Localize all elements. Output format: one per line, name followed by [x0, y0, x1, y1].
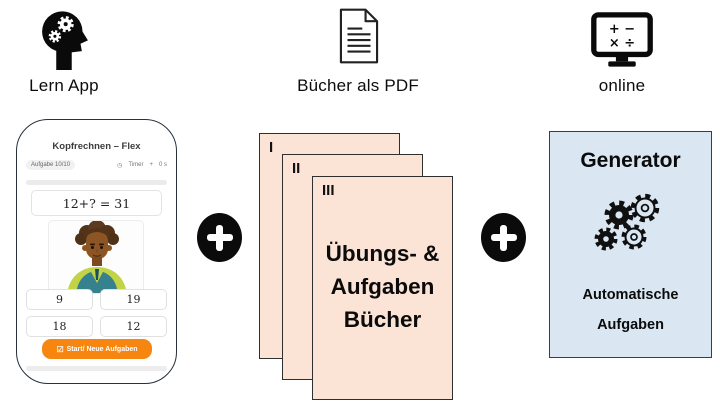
books-column-label: Bücher als PDF: [297, 76, 419, 95]
book-page-3: III Übungs- & Aufgaben Bücher: [312, 176, 453, 400]
generator-subtitle: Automatische Aufgaben: [550, 280, 711, 340]
phone-mockup: Kopfrechnen – Flex Aufgabe 10/10 ◷ Timer…: [16, 119, 177, 384]
plus-icon: +: [197, 213, 242, 262]
gears-icon: [589, 187, 673, 270]
mini-plus[interactable]: +: [149, 162, 153, 168]
answer-button-2[interactable]: 19: [100, 289, 167, 310]
timer-label: Timer: [128, 162, 144, 168]
equation-card: 12+? = 31: [31, 190, 162, 216]
start-button[interactable]: ☑ Start/ Neue Aufgaben: [42, 339, 152, 359]
answer-grid: 9 19 18 12: [26, 289, 167, 337]
answer-button-4[interactable]: 12: [100, 316, 167, 337]
app-title: Kopfrechnen – Flex: [52, 141, 141, 152]
book-title-line-2: Aufgaben: [330, 274, 435, 299]
timer-value: 0 s: [158, 162, 167, 168]
generator-subtitle-line-1: Automatische: [582, 287, 679, 303]
check-icon: ☑: [56, 344, 64, 354]
generator-title: Generator: [580, 149, 681, 172]
book-title-line-1: Übungs- &: [325, 241, 440, 266]
timer-icon: ◷: [117, 162, 123, 169]
avatar: [48, 220, 144, 294]
phone-footer-bar: [26, 366, 167, 371]
generator-box: Generator Automatische Aufgaben: [549, 131, 712, 358]
answer-button-3[interactable]: 18: [26, 316, 93, 337]
page-numeral-3: III: [322, 182, 335, 199]
page-numeral-2: II: [292, 160, 301, 177]
book-title-line-3: Bücher: [343, 307, 422, 332]
head-gears-icon: [38, 8, 92, 75]
phone-meta-row: Aufgabe 10/10 ◷ Timer + 0 s: [26, 160, 167, 170]
monitor-symbols-row1: + −: [609, 22, 635, 37]
monitor-icon: + − × ÷: [590, 11, 654, 74]
app-column-label: Lern App: [29, 76, 99, 95]
answer-button-1[interactable]: 9: [26, 289, 93, 310]
book-title: Übungs- & Aufgaben Bücher: [313, 237, 452, 336]
monitor-symbols-row2: × ÷: [609, 36, 635, 51]
online-column-label: online: [598, 76, 646, 95]
start-button-label: Start/ Neue Aufgaben: [66, 345, 138, 353]
progress-bar: [26, 180, 167, 185]
task-counter-badge: Aufgabe 10/10: [26, 160, 76, 170]
generator-subtitle-line-2: Aufgaben: [597, 317, 664, 333]
plus-icon: +: [481, 213, 526, 262]
page-numeral-1: I: [269, 139, 274, 156]
document-icon: [336, 7, 382, 70]
